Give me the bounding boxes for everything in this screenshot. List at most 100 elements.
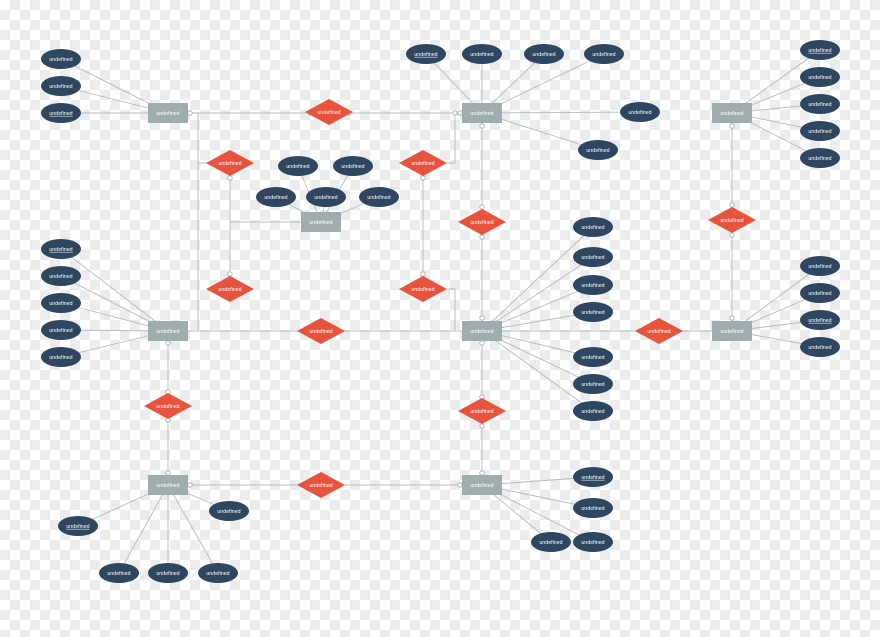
entity-box <box>148 321 188 341</box>
attribute-undefined: undefined <box>41 347 81 367</box>
relationship-diamond <box>144 393 192 419</box>
attribute-undefined: undefined <box>800 40 840 60</box>
relationship-diamond <box>206 276 254 302</box>
node-label: undefined <box>49 84 72 90</box>
node-label: undefined <box>808 264 831 270</box>
node-label: undefined <box>470 409 493 415</box>
attribute-ellipse <box>800 94 840 114</box>
node-label: undefined <box>286 164 309 170</box>
node-label: undefined <box>808 318 831 324</box>
node-label: undefined <box>411 287 434 293</box>
attribute-ellipse <box>359 187 399 207</box>
attribute-undefined: undefined <box>41 239 81 259</box>
connector-endpoint <box>479 123 485 129</box>
node-label: undefined <box>49 301 72 307</box>
node-label: undefined <box>720 218 743 224</box>
node-label: undefined <box>49 111 72 117</box>
attribute-undefined: undefined <box>41 293 81 313</box>
attribute-connector <box>167 484 219 574</box>
attribute-undefined: undefined <box>99 563 139 583</box>
entity-undefined: undefined <box>712 103 752 123</box>
attribute-undefined: undefined <box>41 103 81 123</box>
attribute-undefined: undefined <box>278 156 318 176</box>
attribute-connector <box>60 248 169 332</box>
entity-box <box>148 475 188 495</box>
attribute-ellipse <box>573 401 613 421</box>
attribute-ellipse <box>578 140 618 160</box>
node-label: undefined <box>367 195 390 201</box>
node-label: undefined <box>264 195 287 201</box>
entity-undefined: undefined <box>148 103 188 123</box>
node-label: undefined <box>647 329 670 335</box>
attribute-ellipse <box>573 374 613 394</box>
relationship-undefined: undefined <box>305 99 353 125</box>
connector-endpoint <box>729 123 735 129</box>
node-label: undefined <box>581 540 604 546</box>
entity-undefined: undefined <box>462 475 502 495</box>
node-label: undefined <box>309 220 332 226</box>
node-label: undefined <box>49 247 72 253</box>
relationship-undefined: undefined <box>399 276 447 302</box>
attribute-undefined: undefined <box>524 44 564 64</box>
attribute-undefined: undefined <box>573 247 613 267</box>
attribute-undefined: undefined <box>573 532 613 552</box>
attribute-ellipse <box>524 44 564 64</box>
relationship-undefined: undefined <box>458 209 506 235</box>
node-label: undefined <box>49 355 72 361</box>
attribute-ellipse <box>41 239 81 259</box>
attribute-undefined: undefined <box>800 256 840 276</box>
entity-undefined: undefined <box>462 103 502 123</box>
connector-endpoint <box>479 340 485 346</box>
node-label: undefined <box>628 110 651 116</box>
node-label: undefined <box>411 161 434 167</box>
attribute-ellipse <box>800 67 840 87</box>
connector-endpoint <box>479 470 485 476</box>
relationship-diamond <box>399 276 447 302</box>
node-label: undefined <box>309 329 332 335</box>
node-label: undefined <box>581 225 604 231</box>
entity-box <box>712 321 752 341</box>
node-label: undefined <box>49 274 72 280</box>
attribute-connector <box>731 265 821 332</box>
connector-endpoint <box>729 202 735 208</box>
connector-endpoint <box>187 110 193 116</box>
node-label: undefined <box>49 328 72 334</box>
connector-endpoint <box>479 315 485 321</box>
attribute-ellipse <box>333 156 373 176</box>
node-label: undefined <box>156 571 179 577</box>
attribute-undefined: undefined <box>800 310 840 330</box>
connector-endpoint <box>187 482 193 488</box>
node-label: undefined <box>49 57 72 63</box>
node-label: undefined <box>470 111 493 117</box>
relationship-diamond <box>708 207 756 233</box>
connector-endpoint <box>227 175 233 181</box>
attribute-ellipse <box>41 49 81 69</box>
node-label: undefined <box>581 409 604 415</box>
attribute-ellipse <box>800 40 840 60</box>
attribute-ellipse <box>58 516 98 536</box>
node-label: undefined <box>720 329 743 335</box>
attribute-undefined: undefined <box>573 374 613 394</box>
attribute-ellipse <box>41 320 81 340</box>
attribute-ellipse <box>573 275 613 295</box>
connector-endpoint <box>227 271 233 277</box>
attribute-connector <box>481 111 641 114</box>
entity-undefined: undefined <box>301 212 341 232</box>
relationship-diamond <box>297 318 345 344</box>
attribute-connector <box>481 330 594 412</box>
relationship-connector <box>440 288 462 332</box>
relationship-diamond <box>206 150 254 176</box>
connector-endpoint <box>479 234 485 240</box>
attribute-ellipse <box>573 498 613 518</box>
attribute-ellipse <box>573 532 613 552</box>
relationship-diamond <box>297 472 345 498</box>
attribute-undefined: undefined <box>800 283 840 303</box>
attribute-ellipse <box>531 532 571 552</box>
node-label: undefined <box>314 195 337 201</box>
attribute-ellipse <box>406 44 446 64</box>
node-label: undefined <box>581 255 604 261</box>
node-label: undefined <box>808 102 831 108</box>
attribute-ellipse <box>148 563 188 583</box>
attribute-undefined: undefined <box>578 140 618 160</box>
node-label: undefined <box>581 506 604 512</box>
